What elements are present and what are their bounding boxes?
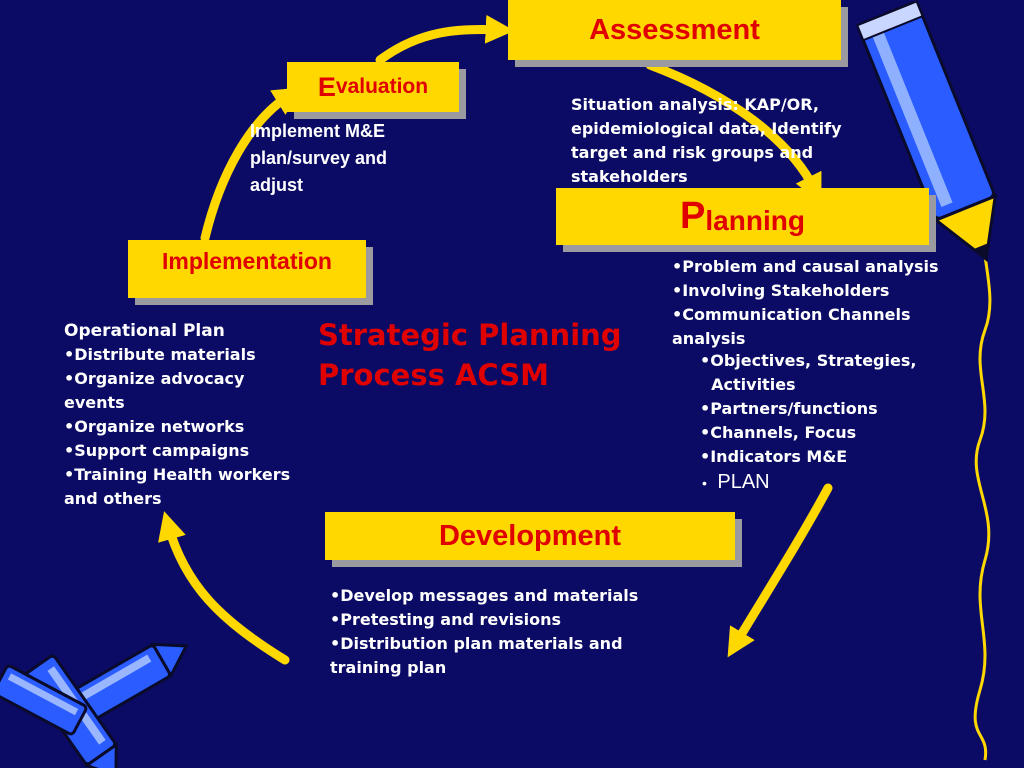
implementation-box: Implementation	[128, 240, 366, 298]
evaluation-line: Implement M&E	[250, 121, 386, 141]
assessment-line: Situation analysis: KAP/OR,	[571, 95, 819, 114]
assessment-box: Assessment	[508, 0, 841, 60]
arrow-implementation-to-evaluation	[200, 87, 303, 243]
planning-subitem: •Channels, Focus	[700, 423, 857, 442]
assessment-line: stakeholders	[571, 167, 688, 186]
implementation-item: •Distribute materials	[64, 345, 256, 364]
planning-plan: • PLAN	[702, 470, 770, 496]
implementation-item: and others	[64, 489, 162, 508]
planning-item: •Communication Channels	[672, 305, 911, 324]
implementation-item: •Organize advocacy	[64, 369, 245, 388]
development-list: •Develop messages and materials •Pretest…	[330, 584, 638, 680]
evaluation-line: adjust	[250, 175, 304, 195]
arrow-assessment-to-planning	[645, 60, 822, 203]
assessment-line: epidemiological data, Identify	[571, 119, 842, 138]
planning-item: •Problem and causal analysis	[672, 257, 939, 276]
planning-list: •Problem and causal analysis •Involving …	[672, 255, 939, 351]
development-label: Development	[438, 519, 622, 552]
assessment-line: target and risk groups and	[571, 143, 814, 162]
implementation-item: •Support campaigns	[64, 441, 250, 460]
planning-item: analysis	[672, 329, 746, 348]
assessment-text: Situation analysis: KAP/OR, epidemiologi…	[571, 93, 842, 189]
wavy-line-decoration	[973, 199, 992, 761]
planning-subitem: •Partners/functions	[700, 399, 878, 418]
plan-label: PLAN	[717, 471, 770, 493]
development-item: •Distribution plan materials and	[330, 634, 623, 653]
planning-first-letter: P	[680, 195, 706, 237]
development-item: training plan	[330, 658, 447, 677]
implementation-item: •Training Health workers	[64, 465, 291, 484]
implementation-item: •Organize networks	[64, 417, 245, 436]
plan-bullet: •	[702, 475, 707, 491]
implementation-list: Operational Plan •Distribute materials •…	[64, 319, 290, 511]
development-box: Development	[325, 512, 735, 560]
development-item: •Develop messages and materials	[330, 586, 639, 605]
evaluation-text: Implement M&E plan/survey and adjust	[250, 118, 387, 199]
implementation-item: events	[64, 393, 125, 412]
planning-subitem: Activities	[700, 375, 796, 394]
pencil-icon	[855, 0, 998, 262]
title-line-1: Strategic Planning	[318, 318, 622, 352]
assessment-label: Assessment	[589, 13, 760, 46]
implementation-heading: Operational Plan	[64, 321, 225, 341]
arrow-evaluation-to-assessment	[375, 14, 515, 65]
development-item: •Pretesting and revisions	[330, 610, 562, 629]
planning-subitem: •Objectives, Strategies,	[700, 351, 917, 370]
evaluation-first-letter: E	[317, 71, 336, 102]
evaluation-rest: valuation	[335, 75, 429, 98]
diagram-title: Strategic Planning Process ACSM	[318, 315, 622, 395]
arrow-planning-to-development	[727, 483, 833, 658]
crayons-icon	[0, 642, 189, 768]
planning-subitem: •Indicators M&E	[700, 447, 848, 466]
planning-rest: lanning	[705, 204, 805, 236]
planning-sublist: •Objectives, Strategies, Activities •Par…	[700, 349, 916, 469]
planning-item: •Involving Stakeholders	[672, 281, 890, 300]
arrow-development-to-implementation	[158, 511, 290, 665]
implementation-label: Implementation	[162, 248, 332, 274]
title-line-2: Process ACSM	[318, 358, 549, 392]
evaluation-line: plan/survey and	[250, 148, 388, 168]
